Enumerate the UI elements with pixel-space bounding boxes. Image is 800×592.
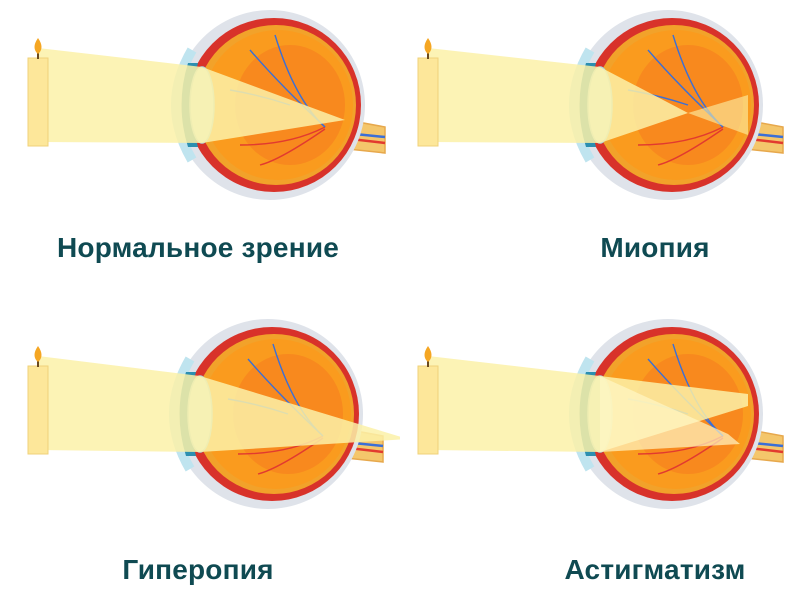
- diverging-light: [688, 95, 748, 135]
- candle-icon: [27, 38, 49, 147]
- eye-diagram-normal: [27, 10, 386, 200]
- retinal-vessel: [259, 128, 326, 166]
- incoming-light: [428, 356, 600, 452]
- candle-body: [417, 365, 439, 455]
- refracted-light-b: [600, 376, 740, 452]
- light-beam-icon: [428, 48, 748, 143]
- caption-myopia: Миопия: [600, 232, 710, 263]
- candle-wick: [427, 52, 429, 59]
- eye-diagram-hyperopia: [27, 319, 400, 509]
- panel-normal-vision: Нормальное зрение: [0, 0, 400, 296]
- light-beam-icon: [38, 48, 345, 143]
- candle-flame: [424, 346, 432, 362]
- retinal-vessel: [239, 126, 326, 146]
- incoming-light: [428, 48, 600, 143]
- refracted-light: [600, 67, 688, 143]
- light-beam-icon: [428, 356, 748, 452]
- light-beam-icon: [38, 356, 400, 452]
- candle-icon: [417, 38, 439, 147]
- candle-flame: [34, 38, 42, 54]
- panel-myopia: Миопия: [400, 0, 800, 296]
- panel-hyperopia: Гиперопия: [0, 296, 400, 592]
- candle-wick: [37, 52, 39, 59]
- candle-icon: [27, 346, 49, 455]
- candle-flame: [34, 346, 42, 362]
- candle-flame: [424, 38, 432, 54]
- refracted-light: [202, 67, 345, 143]
- candle-wick: [427, 360, 429, 367]
- retinal-vessel: [637, 126, 724, 146]
- eye-diagram-astigmatism: [417, 319, 784, 509]
- retinal-vessel: [657, 128, 724, 166]
- candle-body: [417, 57, 439, 147]
- candle-body: [27, 365, 49, 455]
- incoming-light: [38, 356, 200, 452]
- incoming-light: [38, 48, 202, 143]
- panel-astigmatism: Астигматизм: [400, 296, 800, 592]
- candle-wick: [37, 360, 39, 367]
- candle-icon: [417, 346, 439, 455]
- caption-hyperopia: Гиперопия: [122, 554, 274, 585]
- caption-normal-vision: Нормальное зрение: [56, 232, 340, 263]
- eye-diagram-myopia: [417, 10, 784, 200]
- refracted-light: [200, 376, 400, 452]
- candle-body: [27, 57, 49, 147]
- caption-astigmatism: Астигматизм: [564, 554, 746, 585]
